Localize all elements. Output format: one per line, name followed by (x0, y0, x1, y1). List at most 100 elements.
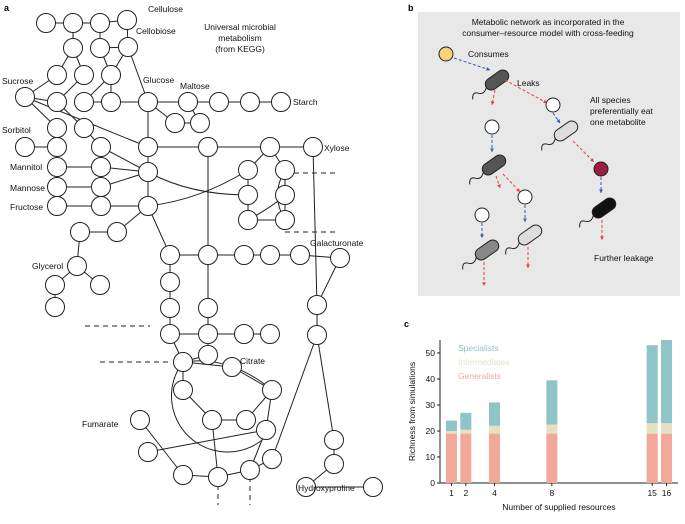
label-glycerol: Glycerol (32, 261, 63, 271)
note-line-2: preferentially eat (590, 106, 653, 116)
arrow-head (600, 236, 604, 240)
consumes-label: Consumes (468, 49, 509, 59)
metabolite-node (275, 210, 295, 230)
legend-entry: Specialists (458, 343, 499, 353)
metabolite-node-fructose (47, 196, 67, 216)
metabolite-node (47, 137, 67, 157)
metabolite-node-cellobiose (118, 37, 138, 57)
metabolite-node (91, 137, 111, 157)
leaks-label: Leaks (517, 78, 540, 88)
metabolite-node (165, 113, 185, 133)
metabolite-node (275, 185, 295, 205)
metabolite-node (307, 295, 327, 315)
flow-arrow (502, 173, 521, 193)
bacterium-icon (505, 224, 543, 255)
y-tick-label: 40 (426, 374, 436, 384)
bar-segment-specialists (488, 402, 500, 426)
metabolite-node (138, 137, 158, 157)
panel-a-title-line-2: metabolism (218, 33, 261, 43)
panel-c-letter: c (404, 319, 409, 329)
metabolite-circle (545, 97, 561, 113)
legend-entry: Intermediates (458, 357, 510, 367)
network-edge (312, 146, 318, 306)
network-nodes (15, 10, 383, 497)
bar-segment-specialists (460, 412, 472, 430)
metabolite-node (173, 380, 193, 400)
arrow-head (490, 101, 495, 105)
y-tick-label: 20 (426, 426, 436, 436)
arrow-head (482, 282, 486, 286)
network-edge (139, 419, 184, 476)
metabolite-node (47, 65, 67, 85)
metabolite-node-starch (271, 92, 291, 112)
panel-b-title-line-1: Metabolic network as incorporated in the (472, 17, 625, 27)
arrow-head (556, 119, 560, 123)
metabolite-node (202, 410, 222, 430)
bacterium-icon (541, 120, 579, 151)
note-line-3: one metabolite (590, 117, 646, 127)
x-tick-label: 4 (492, 488, 497, 498)
metabolite-node (160, 324, 180, 344)
bar-segment-intermediates (661, 423, 673, 434)
metabolite-node (91, 177, 111, 197)
metabolite-node-maltose (178, 92, 198, 112)
network-edge (271, 334, 318, 460)
panel-b-title-line-2: consumer–resource model with cross-feedi… (462, 28, 634, 38)
metabolite-node-xylose (303, 137, 323, 157)
y-tick-label: 50 (426, 348, 436, 358)
y-tick-label: 0 (430, 478, 435, 488)
metabolite-node-glucose (138, 92, 158, 112)
cross-feeding-diagram (438, 46, 617, 286)
bar-segment-intermediates (488, 425, 500, 434)
bacterium-icon (462, 239, 500, 270)
panel-a-title-line-1: Universal microbial (204, 22, 276, 32)
metabolite-node (74, 92, 94, 112)
metabolite-node (240, 92, 260, 112)
network-edge (316, 334, 335, 441)
legend-entry: Generalists (458, 371, 501, 381)
metabolite-node (91, 196, 111, 216)
metabolite-circle (474, 207, 490, 223)
label-glucose: Glucose (143, 75, 174, 85)
bar-segment-intermediates (460, 429, 472, 434)
metabolite-node (234, 324, 254, 344)
metabolite-node (198, 345, 218, 365)
arrow-head (486, 67, 490, 71)
panel-b: b Metabolic network as incorporated in t… (408, 3, 680, 296)
metabolite-node (307, 325, 327, 345)
metabolite-circle (438, 46, 454, 62)
metabolite-node (290, 245, 310, 265)
metabolite-node (101, 65, 121, 85)
note-line-1: All species (590, 95, 631, 105)
metabolite-node-galacturonate (330, 248, 350, 268)
arrow-head (497, 184, 501, 188)
bar-segment-generalists (546, 433, 558, 483)
metabolite-node (190, 113, 210, 133)
metabolite-node (160, 298, 180, 318)
metabolite-node (160, 245, 180, 265)
label-hydroxyproline: Hydroxyproline (298, 483, 355, 493)
x-tick-label: 16 (662, 488, 672, 498)
label-xylose: Xylose (324, 143, 350, 153)
y-tick-label: 10 (426, 452, 436, 462)
metabolite-circle (593, 161, 609, 177)
metabolite-node (90, 13, 110, 33)
metabolite-node (36, 13, 56, 33)
label-fructose: Fructose (10, 202, 43, 212)
flow-arrow (504, 79, 548, 104)
label-sorbitol: Sorbitol (2, 125, 31, 135)
metabolite-node (173, 352, 193, 372)
bar-segment-specialists (646, 345, 658, 424)
bar-segment-generalists (488, 433, 500, 483)
arrow-head (590, 158, 594, 162)
metabolite-node (47, 118, 67, 138)
bar-segment-intermediates (646, 423, 658, 434)
bar-segment-generalists (646, 433, 658, 483)
metabolite-node-hydroxyproline (363, 477, 383, 497)
panel-b-background (418, 12, 680, 296)
network-dashed-edges (85, 172, 335, 505)
bacterium-icon (579, 197, 617, 228)
metabolite-node (240, 460, 260, 480)
